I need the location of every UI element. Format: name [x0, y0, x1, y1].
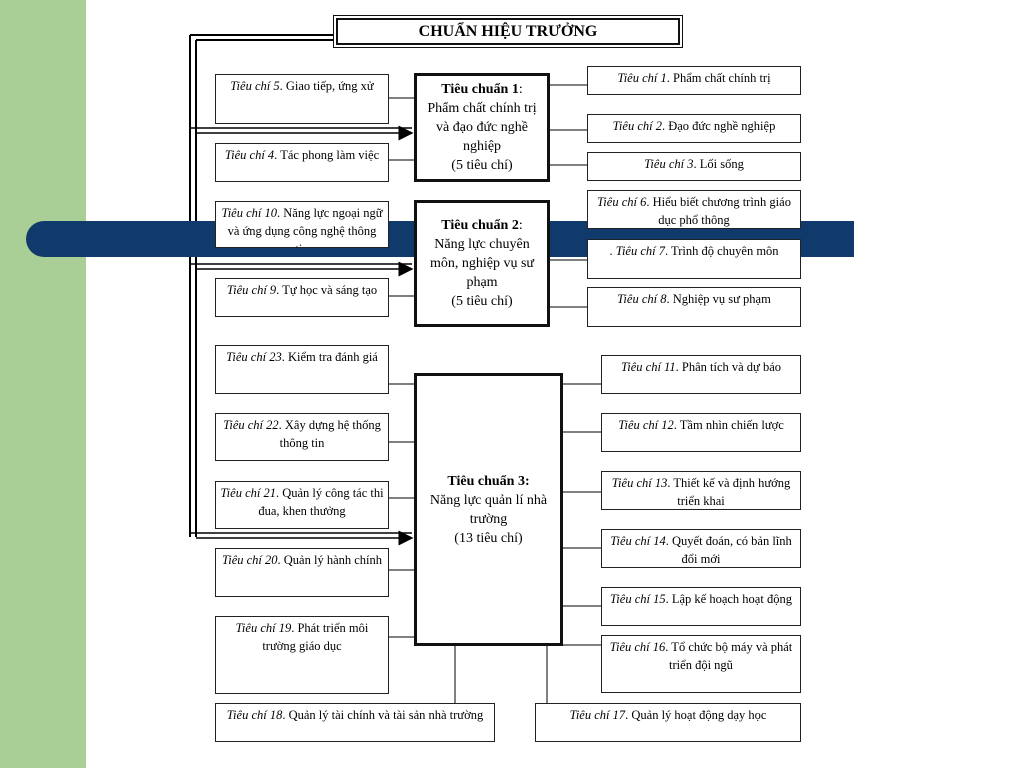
criterion-9-label: Tiêu chí 9: [226, 283, 277, 297]
criterion-2: Tiêu chí 2. Đạo đức nghề nghiệp: [587, 114, 801, 143]
criterion-11-label: Tiêu chí 11: [620, 360, 676, 374]
criterion-21-label: Tiêu chí 21: [220, 486, 276, 500]
criterion-21: Tiêu chí 21. Quản lý công tác thi đua, k…: [215, 481, 389, 529]
criterion-9: Tiêu chí 9. Tự học và sáng tạo: [215, 278, 389, 317]
criterion-13: Tiêu chí 13. Thiết kế và định hướng triể…: [601, 471, 801, 510]
standard-2-box: Tiêu chuẩn 2: Năng lực chuyên môn, nghiệ…: [414, 200, 550, 327]
criterion-6: Tiêu chí 6. Hiểu biết chương trình giáo …: [587, 190, 801, 229]
criterion-5-label: Tiêu chí 5: [230, 79, 280, 93]
criterion-19-text: . Phát triển môi trường giáo dục: [262, 621, 369, 653]
criterion-18-label: Tiêu chí 18: [226, 708, 283, 722]
criterion-17-text: . Quản lý hoạt động dạy học: [625, 708, 767, 722]
criterion-12-text: . Tầm nhìn chiến lược: [673, 418, 784, 432]
criterion-4-text: . Tác phong làm việc: [274, 148, 380, 162]
diagram-title: CHUẨN HIỆU TRƯỞNG: [336, 18, 680, 45]
criterion-20-text: . Quản lý hành chính: [277, 553, 383, 567]
criterion-22: Tiêu chí 22. Xây dựng hệ thống thông tin: [215, 413, 389, 461]
criterion-7: . Tiêu chí 7. Trình độ chuyên môn: [587, 239, 801, 279]
criterion-4: Tiêu chí 4. Tác phong làm việc: [215, 143, 389, 182]
criterion-16-text: . Tổ chức bộ máy và phát triển đội ngũ: [665, 640, 793, 672]
criterion-12-label: Tiêu chí 12: [618, 418, 674, 432]
standard-3-desc: Năng lực quản lí nhà trường: [429, 492, 548, 527]
criterion-2-text: . Đạo đức nghề nghiệp: [661, 119, 776, 133]
criterion-8-label: Tiêu chí 8: [617, 292, 667, 306]
criterion-3-label: Tiêu chí 3: [644, 157, 694, 171]
criterion-17-label: Tiêu chí 17: [569, 708, 626, 722]
criterion-8-text: . Nghiệp vụ sư phạm: [666, 292, 771, 306]
criterion-8: Tiêu chí 8. Nghiệp vụ sư phạm: [587, 287, 801, 327]
criterion-23-label: Tiêu chí 23: [226, 350, 282, 364]
criterion-11: Tiêu chí 11. Phân tích và dự báo: [601, 355, 801, 394]
criterion-17: Tiêu chí 17. Quản lý hoạt động dạy học: [535, 703, 801, 742]
criterion-7-prefix: .: [609, 244, 616, 258]
standard-3-count: (13 tiêu chí): [454, 530, 523, 546]
criterion-18-text: . Quản lý tài chính và tài sản nhà trườn…: [282, 708, 484, 722]
standard-3-box: Tiêu chuẩn 3: Năng lực quản lí nhà trườn…: [414, 373, 563, 646]
criterion-16-label: Tiêu chí 16: [609, 640, 666, 654]
criterion-22-label: Tiêu chí 22: [223, 418, 279, 432]
standard-2-desc: Năng lực chuyên môn, nghiệp vụ sư phạm: [429, 237, 535, 290]
standard-1-count: (5 tiêu chí): [451, 158, 513, 173]
criterion-23: Tiêu chí 23. Kiểm tra đánh giá: [215, 345, 389, 394]
criterion-22-text: . Xây dựng hệ thống thông tin: [278, 418, 381, 450]
criterion-11-text: . Phân tích và dự báo: [675, 360, 781, 374]
criterion-13-text: . Thiết kế và định hướng triển khai: [667, 476, 791, 508]
criterion-10-text: . Năng lực ngoại ngữ và ứng dụng công ng…: [227, 206, 383, 247]
criterion-14-text: . Quyết đoán, có bản lĩnh đổi mới: [665, 534, 792, 566]
criterion-5: Tiêu chí 5. Giao tiếp, ứng xử: [215, 74, 389, 124]
criterion-9-text: . Tự học và sáng tạo: [276, 283, 378, 297]
criterion-16: Tiêu chí 16. Tổ chức bộ máy và phát triể…: [601, 635, 801, 693]
criterion-5-text: . Giao tiếp, ứng xử: [279, 79, 374, 93]
criterion-3-text: . Lối sống: [693, 157, 744, 171]
criterion-20: Tiêu chí 20. Quản lý hành chính: [215, 548, 389, 597]
criterion-13-label: Tiêu chí 13: [611, 476, 668, 490]
criterion-20-label: Tiêu chí 20: [221, 553, 278, 567]
criterion-3: Tiêu chí 3. Lối sống: [587, 152, 801, 181]
criterion-7-text: . Trình độ chuyên môn: [665, 244, 779, 258]
criterion-15: Tiêu chí 15. Lập kế hoạch hoạt động: [601, 587, 801, 626]
standard-1-box: Tiêu chuẩn 1: Phẩm chất chính trị và đạo…: [414, 73, 550, 182]
criterion-23-text: . Kiểm tra đánh giá: [281, 350, 378, 364]
standard-2-label: Tiêu chuẩn 2: [441, 218, 519, 233]
criterion-2-label: Tiêu chí 2: [612, 119, 662, 133]
criterion-14-label: Tiêu chí 14: [610, 534, 666, 548]
criterion-14: Tiêu chí 14. Quyết đoán, có bản lĩnh đổi…: [601, 529, 801, 568]
criterion-21-text: . Quản lý công tác thi đua, khen thưởng: [258, 486, 384, 518]
standard-2-sep: :: [518, 218, 523, 233]
standard-2-count: (5 tiêu chí): [451, 294, 513, 309]
criterion-6-label: Tiêu chí 6: [597, 195, 647, 209]
standard-1-label: Tiêu chuẩn 1: [441, 82, 519, 97]
criterion-1-text: . Phẩm chất chính trị: [666, 71, 771, 85]
criterion-6-text: . Hiểu biết chương trình giáo dục phổ th…: [646, 195, 791, 227]
criterion-1-label: Tiêu chí 1: [617, 71, 667, 85]
criterion-10-label: Tiêu chí 10: [221, 206, 277, 220]
standard-3-label: Tiêu chuẩn 3:: [447, 473, 530, 489]
criterion-4-label: Tiêu chí 4: [224, 148, 275, 162]
criterion-7-label: Tiêu chí 7: [615, 244, 665, 258]
criterion-18: Tiêu chí 18. Quản lý tài chính và tài sả…: [215, 703, 495, 742]
diagram-title-box: CHUẨN HIỆU TRƯỞNG: [333, 15, 683, 48]
criterion-15-text: . Lập kế hoạch hoạt động: [665, 592, 792, 606]
criterion-19: Tiêu chí 19. Phát triển môi trường giáo …: [215, 616, 389, 694]
criterion-19-label: Tiêu chí 19: [235, 621, 292, 635]
criterion-1: Tiêu chí 1. Phẩm chất chính trị: [587, 66, 801, 95]
standard-1-sep: :: [518, 82, 523, 97]
criterion-10: Tiêu chí 10. Năng lực ngoại ngữ và ứng d…: [215, 201, 389, 248]
standard-1-desc: Phẩm chất chính trị và đạo đức nghề nghi…: [427, 101, 537, 154]
criterion-15-label: Tiêu chí 15: [610, 592, 666, 606]
criterion-12: Tiêu chí 12. Tầm nhìn chiến lược: [601, 413, 801, 452]
